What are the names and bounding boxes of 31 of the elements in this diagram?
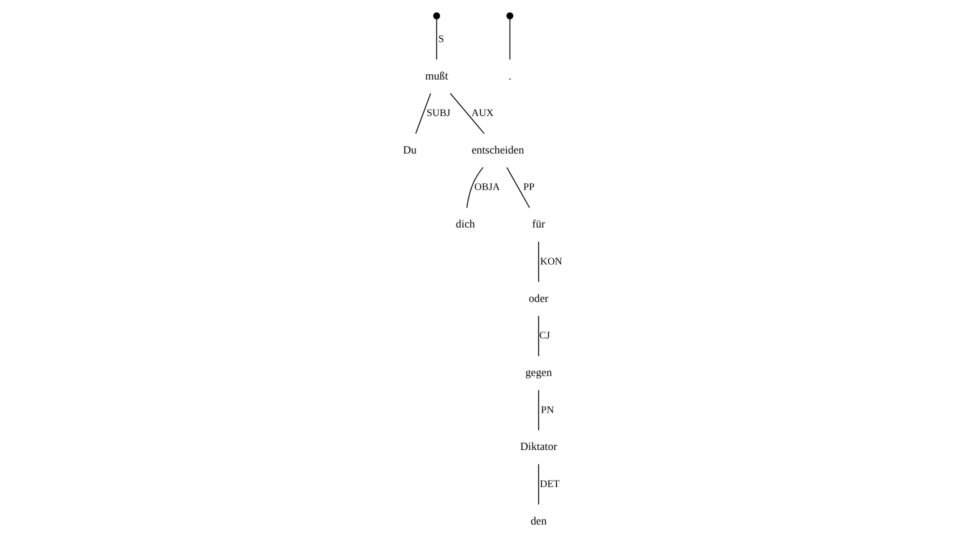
node-text: Diktator — [520, 441, 558, 454]
edge-label: CJ — [539, 330, 550, 342]
edge-label: S — [438, 34, 444, 45]
node-text: . — [508, 70, 512, 82]
connector — [450, 92, 485, 134]
edge-label: KON — [540, 256, 562, 268]
edge-label: OBJA — [474, 182, 500, 194]
node-text: den — [530, 515, 547, 528]
connector — [538, 241, 540, 282]
node-text: oder — [528, 292, 548, 305]
node-text: gegen — [525, 366, 552, 379]
edge-label: PP — [523, 182, 535, 194]
connector — [509, 18, 510, 60]
connector — [506, 167, 530, 208]
connector — [538, 315, 540, 357]
connector — [538, 464, 540, 505]
node-circle — [506, 12, 514, 20]
node-circle — [433, 12, 440, 20]
edge-label: DET — [540, 478, 560, 490]
connector — [415, 92, 432, 134]
connector — [466, 166, 484, 208]
node-text: für — [532, 218, 546, 231]
connector — [436, 18, 438, 60]
node-text: mußt — [425, 70, 448, 82]
edge-label: AUX — [471, 108, 494, 120]
node-text: entscheiden — [472, 144, 524, 156]
node-text: dich — [456, 218, 475, 231]
connector — [538, 390, 540, 431]
node-text: Du — [402, 144, 417, 156]
edge-label: SUBJ — [426, 108, 450, 120]
edge-label: PN — [540, 404, 554, 416]
